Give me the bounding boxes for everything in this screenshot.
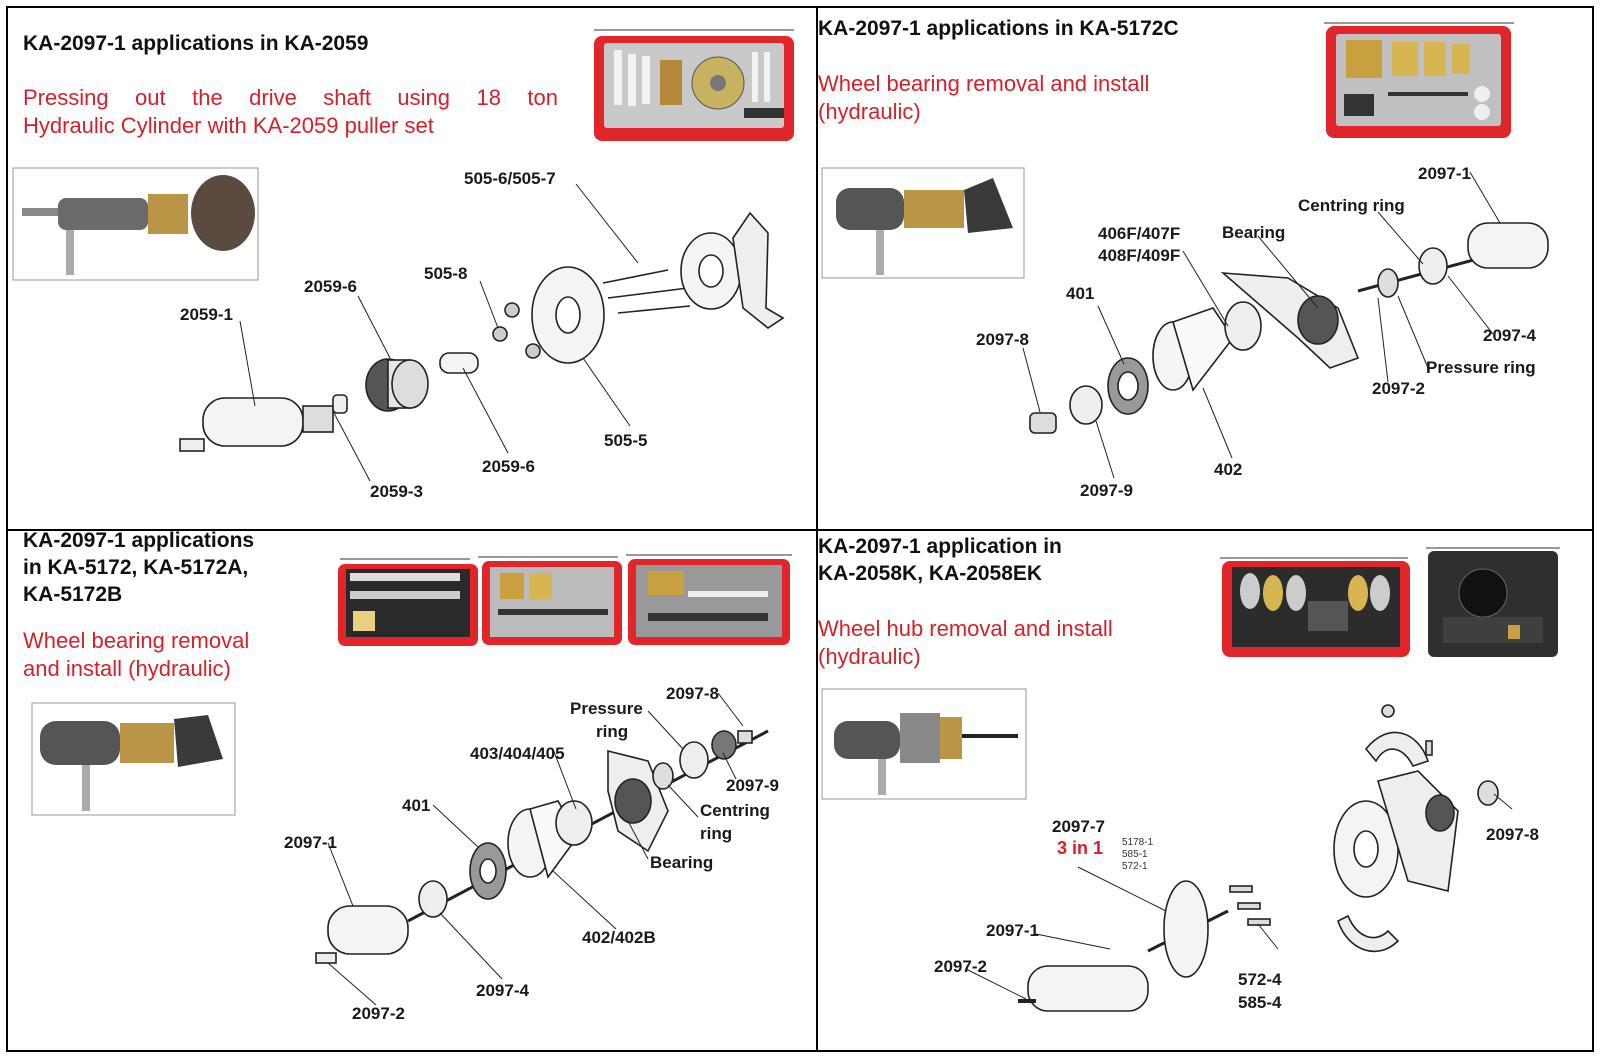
label-505-6-505-7: 505-6/505-7	[464, 169, 556, 188]
cylinder-photo-2	[821, 167, 1025, 279]
label-2097-2: 2097-2	[934, 957, 987, 976]
panel-title-line1: KA-2097-1 applications	[23, 529, 255, 552]
tool-case-images	[1220, 547, 1560, 657]
label-centring: Centring	[700, 801, 770, 820]
leader-lines	[239, 183, 639, 482]
label-408f-409f: 408F/409F	[1098, 246, 1181, 265]
panel-subtitle-line2: (hydraulic)	[818, 644, 921, 669]
label-401: 401	[402, 796, 431, 815]
label-2097-1: 2097-1	[284, 833, 337, 852]
leader-lines	[327, 692, 744, 1006]
label-2097-4: 2097-4	[476, 981, 529, 1000]
leader-lines	[965, 793, 1513, 1000]
panel-subtitle-line1: Wheel bearing removal and install	[818, 71, 1150, 96]
applications-grid	[6, 6, 1594, 1052]
panel-ka-5172: KA-2097-1 applications in KA-5172, KA-51…	[8, 529, 816, 1050]
label-2097-8: 2097-8	[976, 330, 1029, 349]
panel-subtitle-line1: Wheel hub removal and install	[818, 616, 1113, 641]
tool-case-image	[594, 29, 794, 141]
label-centring-ring: Centring ring	[1298, 196, 1405, 215]
panel-title-line2: KA-2058K, KA-2058EK	[818, 562, 1043, 585]
panel-title-line3: KA-5172B	[23, 583, 123, 606]
label-2097-7: 2097-7	[1052, 817, 1105, 836]
panel-illustration	[821, 547, 1560, 1012]
label-2097-1: 2097-1	[1418, 164, 1471, 183]
label-585-1: 585-1	[1122, 849, 1148, 860]
label-572-1: 572-1	[1122, 861, 1148, 872]
panel-ka-2059: KA-2097-1 applications in KA-2059 Pressi…	[8, 8, 816, 529]
panel-title-line2: in KA-5172, KA-5172A,	[23, 556, 249, 579]
label-2059-1: 2059-1	[180, 305, 233, 324]
label-572-4: 572-4	[1238, 970, 1282, 989]
label-403-404-405: 403/404/405	[470, 744, 565, 763]
label-402: 402	[1214, 460, 1243, 479]
label-bearing: Bearing	[650, 853, 714, 872]
panel-subtitle-line2: Hydraulic Cylinder with KA-2059 puller s…	[23, 113, 434, 138]
panel-subtitle-line2: (hydraulic)	[818, 99, 921, 124]
label-2059-3: 2059-3	[370, 482, 423, 501]
label-505-8: 505-8	[424, 264, 468, 283]
panel-illustration	[821, 22, 1549, 479]
exploded-view	[1018, 704, 1499, 1012]
label-pressure: Pressure	[570, 699, 643, 718]
leader-lines	[1022, 171, 1501, 479]
label-5178-1: 5178-1	[1122, 837, 1154, 848]
exploded-view	[315, 729, 769, 964]
cylinder-photo-1	[12, 167, 259, 281]
exploded-view	[179, 211, 785, 452]
exploded-view	[1029, 222, 1549, 434]
label-402-402b: 402/402B	[582, 928, 656, 947]
panel-subtitle-line1: Wheel bearing removal	[23, 628, 250, 653]
label-bearing: Bearing	[1222, 223, 1286, 242]
label-2097-1: 2097-1	[986, 921, 1039, 940]
label-585-4: 585-4	[1238, 993, 1282, 1012]
label-2059-6-bottom: 2059-6	[482, 457, 535, 476]
label-2097-4: 2097-4	[1483, 326, 1536, 345]
panel-subtitle-line2: and install (hydraulic)	[23, 656, 231, 681]
label-3-in-1: 3 in 1	[1057, 838, 1104, 858]
label-pressure-ring: Pressure ring	[1426, 358, 1536, 377]
label-2059-6-top: 2059-6	[304, 277, 357, 296]
label-505-5: 505-5	[604, 431, 648, 450]
label-pressure-ring-2: ring	[596, 722, 629, 741]
panel-ka-5172c: KA-2097-1 applications in KA-5172C Wheel…	[818, 8, 1592, 529]
panel-subtitle-line1: Pressing out the drive shaft using 18 to…	[23, 85, 558, 110]
panel-illustration	[31, 554, 792, 1006]
grid-divider-horizontal	[6, 529, 1594, 531]
label-2097-9: 2097-9	[1080, 481, 1133, 500]
label-2097-9: 2097-9	[726, 776, 779, 795]
grid-border-bottom	[6, 1050, 1594, 1052]
cylinder-photo-3	[31, 702, 236, 816]
label-2097-8: 2097-8	[1486, 825, 1539, 844]
tool-case-image	[1324, 22, 1514, 138]
tool-case-images	[338, 554, 792, 646]
panel-title-line1: KA-2097-1 application in	[818, 535, 1062, 558]
grid-border-top	[6, 6, 1594, 8]
label-2097-8: 2097-8	[666, 684, 719, 703]
panel-title: KA-2097-1 applications in KA-2059	[23, 32, 369, 55]
panel-title: KA-2097-1 applications in KA-5172C	[818, 17, 1179, 40]
panel-ka-2058k: KA-2097-1 application in KA-2058K, KA-20…	[818, 531, 1592, 1050]
label-406f-407f: 406F/407F	[1098, 224, 1181, 243]
panel-illustration	[12, 29, 794, 482]
cylinder-photo-4	[821, 688, 1027, 800]
label-2097-2: 2097-2	[1372, 379, 1425, 398]
label-401: 401	[1066, 284, 1095, 303]
label-centring-ring-2: ring	[700, 824, 733, 843]
label-2097-2: 2097-2	[352, 1004, 405, 1023]
